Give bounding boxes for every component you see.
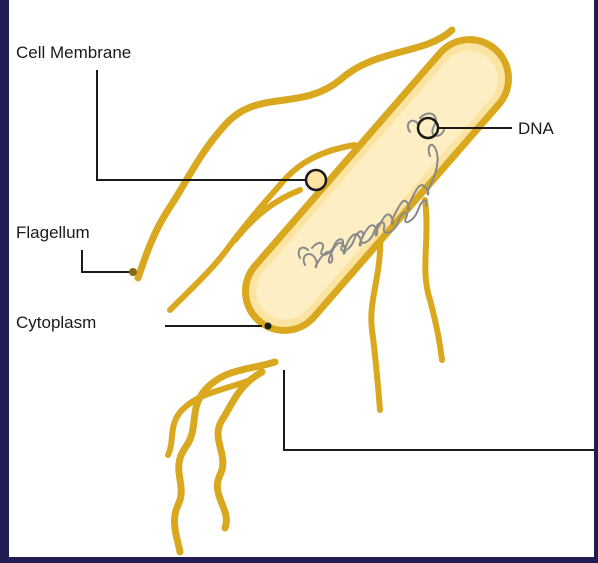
bacterium-body (229, 24, 524, 347)
cell-membrane-label: Cell Membrane (16, 44, 131, 61)
frame-right-border (594, 0, 598, 563)
frame-bottom-border (0, 557, 598, 563)
leader-cell-membrane (97, 70, 306, 180)
leader-flagellum (82, 250, 130, 272)
flagellum-bottom-b (217, 372, 262, 528)
cytoplasm-pointer-dot (265, 323, 272, 330)
membrane-pointer-marker (306, 170, 326, 190)
flagellum-right-2 (371, 235, 380, 410)
cytoplasm-label: Cytoplasm (16, 314, 96, 331)
frame-left-border (0, 0, 9, 563)
flagellum-label: Flagellum (16, 224, 90, 241)
dna-label: DNA (518, 120, 554, 137)
flagellum-pointer-dot (129, 268, 137, 276)
leader-bottom-right (284, 370, 594, 450)
flagellum-right-1 (425, 200, 442, 360)
